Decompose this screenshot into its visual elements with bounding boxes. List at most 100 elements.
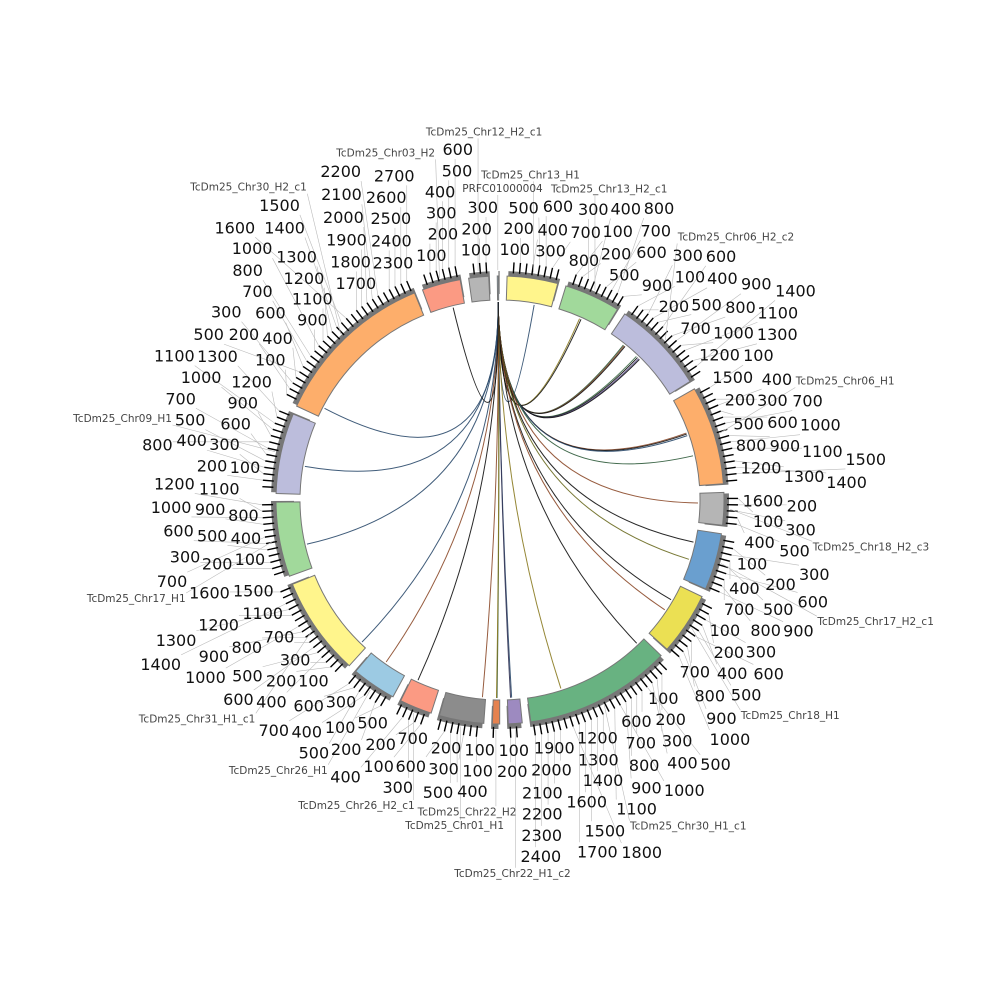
label-leader-line xyxy=(687,646,695,687)
tick-mark xyxy=(531,264,535,276)
tick-mark xyxy=(308,635,319,644)
tick-mark xyxy=(592,706,599,718)
tick-label: 200 xyxy=(655,710,686,729)
tick-label: 400 xyxy=(330,767,361,786)
tick-mark xyxy=(267,546,279,551)
tick-mark xyxy=(400,283,407,294)
segment-tcdm25-chr01-h1[interactable] xyxy=(436,691,487,737)
tick-mark xyxy=(624,688,632,699)
tick-mark xyxy=(429,272,434,284)
tick-mark xyxy=(608,698,616,709)
segment-band[interactable] xyxy=(648,585,703,650)
tick-label: 1300 xyxy=(197,347,238,366)
segment-tcdm25-chr18-h1[interactable] xyxy=(648,585,713,658)
segment-band[interactable] xyxy=(505,275,559,308)
tick-mark xyxy=(709,587,720,593)
label-leader-line xyxy=(718,388,762,406)
segment-tcdm25-chr17-h1[interactable] xyxy=(262,500,313,577)
segment-tcdm25-chr26-h2-c1[interactable] xyxy=(396,678,440,725)
segment-tcdm25-chr03-h2[interactable] xyxy=(421,266,465,313)
segment-band[interactable] xyxy=(355,652,406,698)
label-leader-line xyxy=(611,240,641,291)
tick-mark xyxy=(634,681,643,692)
segment-band[interactable] xyxy=(526,638,662,723)
label-leader-line xyxy=(229,631,302,648)
label-leader-line xyxy=(206,449,265,468)
label-leader-line xyxy=(729,435,770,437)
segment-prfc01000004[interactable] xyxy=(496,271,500,301)
tick-mark xyxy=(377,295,385,306)
label-leader-line xyxy=(255,631,312,714)
tick-mark xyxy=(374,692,382,703)
segment-tcdm25-chr09-h1[interactable] xyxy=(262,410,316,495)
tick-mark xyxy=(695,613,706,621)
link-tcdm25-chr06-h2-c2 xyxy=(497,302,638,418)
segment-band[interactable] xyxy=(275,413,316,495)
segment-tcdm25-chr13-h1[interactable] xyxy=(505,262,561,308)
tick-label: 2200 xyxy=(522,805,563,824)
label-leader-line xyxy=(258,343,290,389)
tick-label: 600 xyxy=(767,413,798,432)
tick-label: 1500 xyxy=(845,450,886,469)
tick-label: 500 xyxy=(175,411,206,430)
tick-mark xyxy=(635,309,644,320)
tick-label: 800 xyxy=(694,686,725,705)
tick-mark xyxy=(549,267,554,279)
tick-label: 600 xyxy=(706,247,737,266)
segment-band[interactable] xyxy=(275,501,313,577)
segment-band[interactable] xyxy=(506,698,523,725)
segment-tcdm25-chr06-h2-c2[interactable] xyxy=(610,305,701,395)
tick-mark xyxy=(597,704,604,715)
label-leader-line xyxy=(728,567,764,601)
label-leader-line xyxy=(395,721,415,736)
segment-band[interactable] xyxy=(610,313,691,395)
segment-tcdm25-chr22-h2[interactable] xyxy=(490,699,501,738)
tick-mark xyxy=(725,522,737,525)
segment-tcdm25-chr17-h2-c1[interactable] xyxy=(682,529,735,593)
tick-label: 200 xyxy=(725,390,756,409)
tick-mark xyxy=(366,302,374,313)
tick-mark xyxy=(314,350,324,359)
tick-label: 700 xyxy=(165,389,196,408)
tick-mark xyxy=(407,709,414,721)
tick-mark xyxy=(600,286,607,298)
label-leader-line xyxy=(736,468,846,475)
segment-tcdm25-chr26-h1[interactable] xyxy=(348,652,406,707)
tick-label: 100 xyxy=(325,718,356,737)
segment-tcdm25-chr31-h1-c1[interactable] xyxy=(280,574,367,673)
segment-tcdm25-chr30-h1-c1[interactable] xyxy=(526,638,668,736)
tick-mark xyxy=(423,274,428,286)
segment-name-label: TcDm25_Chr12_H2_c1 xyxy=(425,126,543,138)
segment-tcdm25-chr18-h2-c3[interactable] xyxy=(698,491,738,528)
segment-band[interactable] xyxy=(698,491,725,526)
segment-tcdm25-chr30-h2-c1[interactable] xyxy=(286,280,425,417)
label-leader-line xyxy=(253,647,314,691)
segment-band[interactable] xyxy=(682,529,723,590)
segment-band[interactable] xyxy=(672,388,724,487)
tick-mark xyxy=(726,516,738,519)
label-leader-line xyxy=(323,687,354,697)
segment-tcdm25-chr12-h2-c1[interactable] xyxy=(468,262,491,303)
segment-band[interactable] xyxy=(438,691,487,724)
segment-tcdm25-chr06-h1[interactable] xyxy=(672,386,738,487)
tick-mark xyxy=(569,715,574,727)
tick-mark xyxy=(630,305,639,316)
tick-mark xyxy=(678,639,688,648)
label-leader-line xyxy=(719,591,784,622)
tick-mark xyxy=(475,725,479,737)
segment-band[interactable] xyxy=(496,275,500,301)
segment-band[interactable] xyxy=(291,574,367,667)
segment-band[interactable] xyxy=(295,292,425,417)
label-leader-line xyxy=(361,204,373,300)
segment-tcdm25-chr22-h1-c2[interactable] xyxy=(506,698,523,738)
segment-name-label: TcDm25_Chr17_H2_c1 xyxy=(816,616,934,628)
segment-band[interactable] xyxy=(468,275,491,303)
segment-band[interactable] xyxy=(421,278,465,313)
segment-band[interactable] xyxy=(399,678,440,714)
tick-label: 700 xyxy=(157,572,188,591)
tick-mark xyxy=(715,569,727,575)
tick-mark xyxy=(361,305,369,316)
segment-tcdm25-chr13-h2-c1[interactable] xyxy=(558,274,624,331)
segment-band[interactable] xyxy=(491,699,501,725)
segment-band[interactable] xyxy=(558,285,619,331)
